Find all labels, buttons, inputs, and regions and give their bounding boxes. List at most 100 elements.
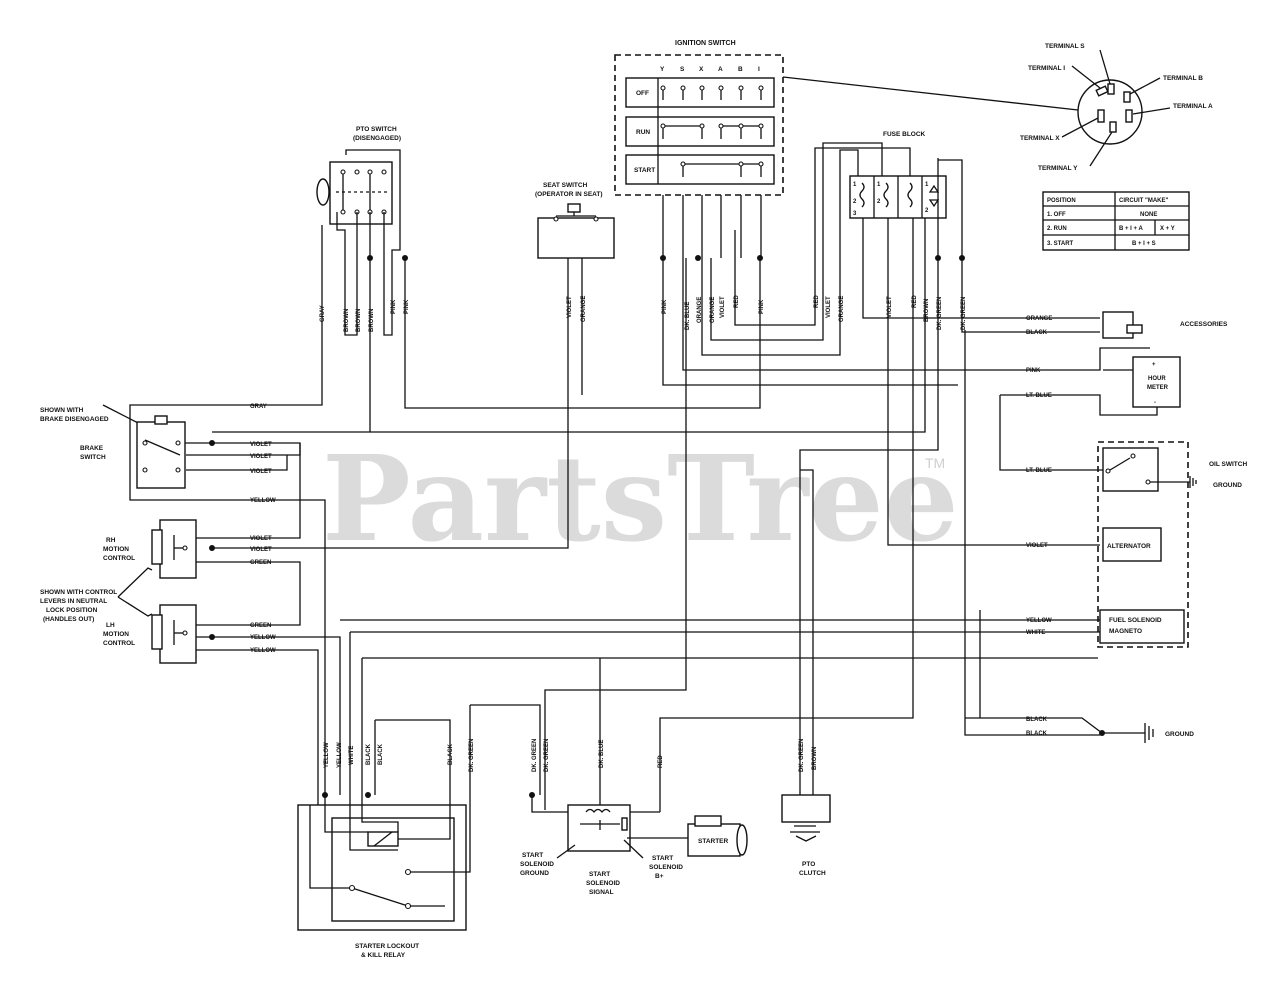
wire-label: BLACK <box>1026 731 1048 737</box>
terminal-b-label: TERMINAL B <box>1163 75 1203 82</box>
oil-ground-label: GROUND <box>1213 482 1242 489</box>
magneto-label: MAGNETO <box>1109 628 1142 635</box>
wire-label: ORANGE <box>697 297 703 323</box>
pto-switch: PTO SWITCH (DISENGAGED) <box>316 126 401 225</box>
wire-label: VIOLET <box>250 454 272 460</box>
wire-label: GREEN <box>250 623 271 629</box>
pos-table-header-circuit: CIRCUIT "MAKE" <box>1119 198 1169 204</box>
bottom-wire-labels: YELLOW YELLOW WHITE BLACK BLACK BLACK DK… <box>324 739 818 772</box>
key-leader-line <box>782 76 1079 111</box>
wire-label: RED <box>814 295 820 308</box>
pto-clutch: PTO CLUTCH <box>781 794 831 877</box>
ignition-row-run <box>625 116 775 147</box>
wire-label: RED <box>658 755 664 768</box>
starter-motor: STARTER <box>687 815 748 857</box>
ign-row-start-label: START <box>634 167 655 174</box>
ignition-switch-housing <box>614 54 784 196</box>
wire-label: DK. GREEN <box>937 297 943 330</box>
wire-label: BROWN <box>812 747 818 770</box>
fuse-num: 3 <box>853 211 857 217</box>
start-bplus-1: START <box>652 855 673 862</box>
wire-label: VIOLET <box>887 296 893 318</box>
wire-label: DK. GREEN <box>532 739 538 772</box>
start-ground-1: START <box>522 852 543 859</box>
terminal-a-label: TERMINAL A <box>1173 103 1213 110</box>
starter-label: STARTER <box>698 838 729 845</box>
fuse-num: 2 <box>853 199 857 205</box>
brake-note-2: BRAKE DISENGAGED <box>40 416 109 423</box>
pto-switch-subtitle: (DISENGAGED) <box>353 135 401 142</box>
pos-table-header-position: POSITION <box>1047 198 1076 204</box>
lh-label-1: LH <box>106 622 115 629</box>
pto-switch-title: PTO SWITCH <box>356 126 397 133</box>
ign-col-x: X <box>699 66 704 73</box>
terminal-i-label: TERMINAL I <box>1028 65 1065 72</box>
wire-label: PINK <box>404 299 410 314</box>
wire-label: VIOLET <box>250 547 272 553</box>
ign-row-run-label: RUN <box>636 129 650 136</box>
svg-text:-: - <box>1154 400 1156 406</box>
wire-label: LT. BLUE <box>1026 468 1052 474</box>
wire-label: VIOLET <box>1026 543 1048 549</box>
wire-label: BLACK <box>448 743 454 765</box>
seat-switch-subtitle: (OPERATOR IN SEAT) <box>535 191 603 198</box>
wire-label: BLACK <box>378 743 384 765</box>
wire-label: PINK <box>1026 368 1041 374</box>
lh-label-3: CONTROL <box>103 640 135 647</box>
pos-table-row1-make: NONE <box>1140 212 1157 218</box>
wire-label: GREEN <box>250 560 271 566</box>
ign-col-y: Y <box>660 66 665 73</box>
terminal-x-label: TERMINAL X <box>1020 135 1060 142</box>
pto-clutch-2: CLUTCH <box>799 870 826 877</box>
wire-label: YELLOW <box>250 648 276 654</box>
main-ground: GROUND <box>965 610 1194 743</box>
engine-dashed-box: OIL SWITCH GROUND ALTERNATOR FUEL SOLENO… <box>999 395 1247 648</box>
brake-switch-label-1: BRAKE <box>80 445 104 452</box>
oil-switch-label: OIL SWITCH <box>1209 461 1247 468</box>
wire-label: DK. GREEN <box>544 739 550 772</box>
alternator-label: ALTERNATOR <box>1107 543 1151 550</box>
top-wire-bundle <box>129 142 1150 812</box>
rh-label-3: CONTROL <box>103 555 135 562</box>
wire-label: WHITE <box>1026 630 1045 636</box>
pos-table-row3-pos: 3. START <box>1047 241 1074 247</box>
wire-label: BROWN <box>924 299 930 322</box>
start-signal-1: START <box>589 871 610 878</box>
terminal-s-label: TERMINAL S <box>1045 43 1085 50</box>
seat-switch: SEAT SWITCH (OPERATOR IN SEAT) <box>535 182 615 259</box>
wire-label: PINK <box>759 299 765 314</box>
wire-label: BLACK <box>366 743 372 765</box>
ign-run-contacts <box>660 123 764 139</box>
hour-meter-label2: METER <box>1147 385 1169 391</box>
ign-col-i: I <box>758 66 760 73</box>
brake-switch-label-2: SWITCH <box>80 454 106 461</box>
rh-motion-control: RH MOTION CONTROL <box>103 443 301 626</box>
wire-label: YELLOW <box>1026 618 1052 624</box>
wire-label: YELLOW <box>250 635 276 641</box>
lh-label-2: MOTION <box>103 631 129 638</box>
wire-label: YELLOW <box>250 498 276 504</box>
fuse-num: 1 <box>877 182 881 188</box>
wire-label: BLACK <box>1026 717 1048 723</box>
ign-col-s: S <box>680 66 685 73</box>
watermark-tm: TM <box>925 455 945 471</box>
ign-start-contacts <box>680 161 764 177</box>
pos-table-row2-make: B + I + A <box>1119 226 1143 232</box>
fuse-num: 1 <box>925 182 929 188</box>
motion-control-note: SHOWN WITH CONTROL LEVERS IN NEUTRAL LOC… <box>40 567 153 623</box>
fuel-solenoid-label: FUEL SOLENOID <box>1109 617 1162 624</box>
wire-label: BROWN <box>344 309 350 332</box>
bottom-wiring <box>322 632 1098 810</box>
wire-label: VIOLET <box>826 296 832 318</box>
wire-label: LT. BLUE <box>1026 393 1052 399</box>
wire-label: DK. GREEN <box>469 739 475 772</box>
relay-label-2: & KILL RELAY <box>361 952 406 959</box>
wire-label: WHITE <box>349 746 355 765</box>
pos-table-row2-make2: X + Y <box>1160 226 1175 232</box>
rh-label-2: MOTION <box>103 546 129 553</box>
hour-meter: + HOUR METER - <box>1000 356 1181 416</box>
key-switch: TERMINAL S TERMINAL I TERMINAL B TERMINA… <box>1020 43 1213 172</box>
wire-label: VIOLET <box>567 296 573 318</box>
fuse-num: 2 <box>877 199 881 205</box>
